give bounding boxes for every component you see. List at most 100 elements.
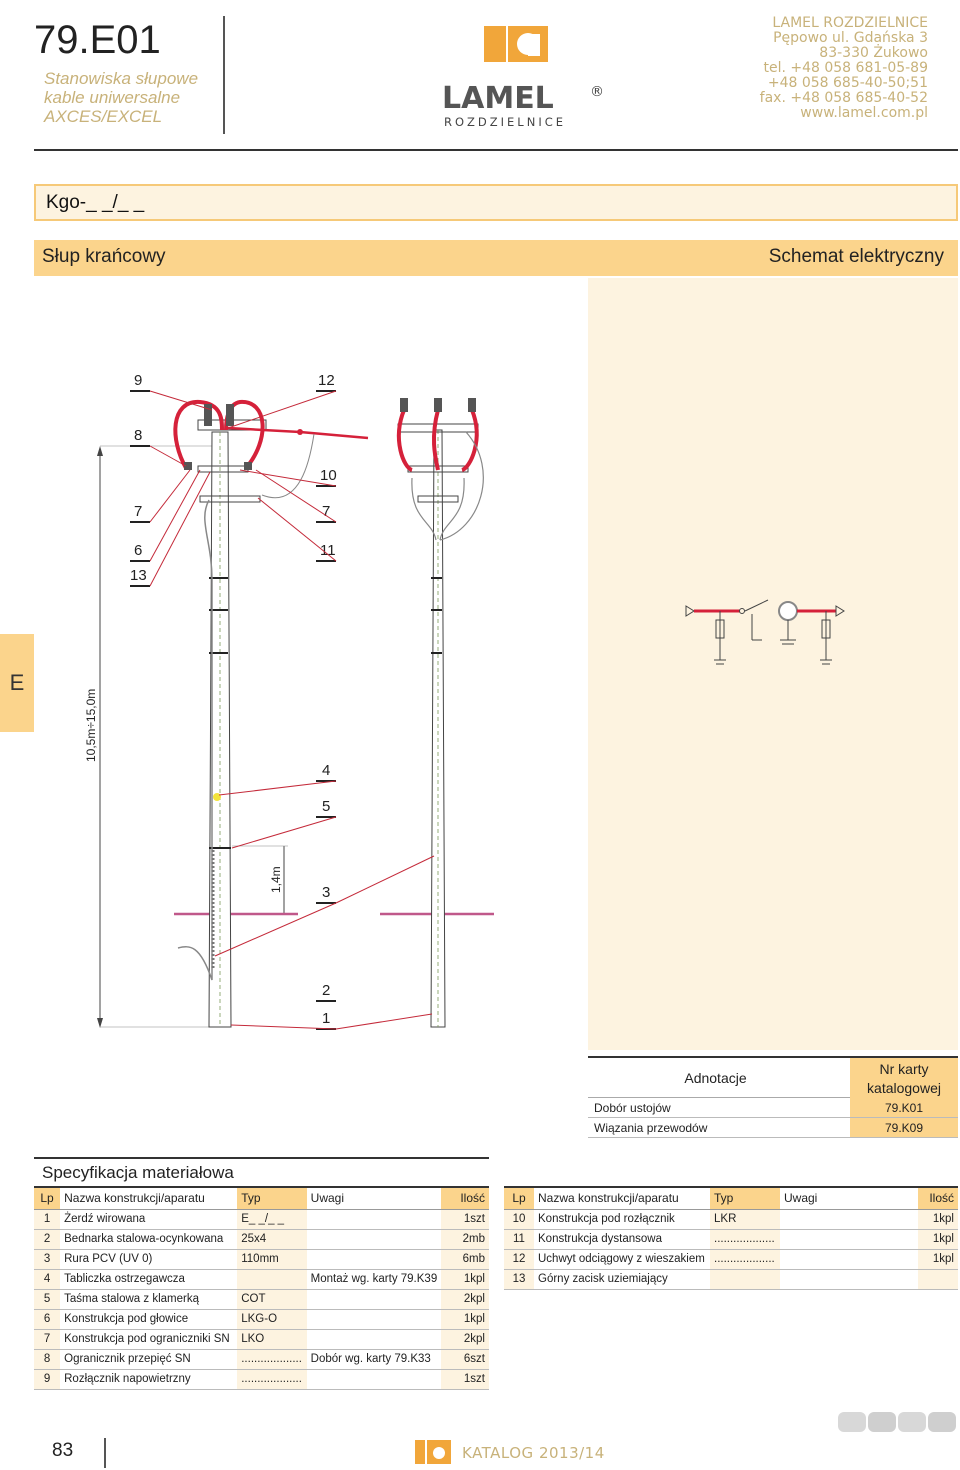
lp: 3 bbox=[34, 1249, 61, 1270]
col-name: Nazwa konstrukcji/aparatu bbox=[64, 1191, 205, 1206]
small-height-label: 1,4m bbox=[269, 866, 283, 893]
company-line: LAMEL ROZDZIELNICE bbox=[772, 15, 928, 31]
item-name: Konstrukcja pod głowice bbox=[60, 1309, 238, 1330]
item-qty: 6mb bbox=[441, 1249, 489, 1270]
item-type: 110mm bbox=[237, 1249, 307, 1270]
col-notes: Uwagi bbox=[310, 1191, 345, 1206]
subtitle-line: kable uniwersalne bbox=[44, 88, 181, 107]
lp: 11 bbox=[504, 1229, 534, 1250]
item-notes bbox=[306, 1369, 442, 1390]
item-notes bbox=[306, 1229, 442, 1250]
item-type: LKO bbox=[237, 1329, 307, 1350]
callout-3: 3 bbox=[322, 884, 330, 901]
item-type: E_ _/_ _ bbox=[237, 1209, 307, 1230]
callout-6: 6 bbox=[134, 542, 142, 559]
callouts: 9 12 8 10 7 7 6 11 13 4 5 3 2 1 bbox=[130, 372, 337, 1030]
table-header-row: Lp Nazwa konstrukcji/aparatu Typ Uwagi I… bbox=[34, 1187, 489, 1209]
company-line: tel. +48 058 681-05-89 bbox=[763, 60, 928, 76]
callout-7-right: 7 bbox=[322, 503, 330, 520]
electrical-schematic bbox=[685, 599, 845, 665]
callout-13: 13 bbox=[130, 567, 147, 584]
col-type: Typ bbox=[237, 1187, 307, 1209]
header-rule bbox=[34, 149, 958, 151]
item-qty: 2kpl bbox=[441, 1329, 489, 1350]
col-lp: Lp bbox=[504, 1187, 534, 1209]
item-qty: 1kpl bbox=[918, 1249, 958, 1270]
item-qty: 1kpl bbox=[918, 1229, 958, 1250]
subtitle-line: AXCES/EXCEL bbox=[44, 107, 163, 126]
lp: 1 bbox=[34, 1209, 61, 1230]
item-notes: Montaż wg. karty 79.K39 bbox=[306, 1269, 442, 1290]
schematic-panel bbox=[588, 278, 958, 1050]
item-name: Konstrukcja pod ograniczniki SN bbox=[60, 1329, 238, 1350]
lp: 8 bbox=[34, 1349, 61, 1370]
col-type: Typ bbox=[710, 1187, 780, 1209]
card-col-title: Nr karty katalogowej bbox=[850, 1058, 958, 1098]
item-qty: 1kpl bbox=[441, 1269, 489, 1290]
lp: 4 bbox=[34, 1269, 61, 1290]
lp: 7 bbox=[34, 1329, 61, 1350]
lamel-logo-icon: LAMEL ROZDZIELNICE ® bbox=[442, 26, 604, 129]
lp: 12 bbox=[504, 1249, 534, 1270]
callout-9: 9 bbox=[134, 372, 142, 389]
item-name: Górny zacisk uziemiający bbox=[534, 1269, 710, 1290]
item-qty: 6szt bbox=[441, 1349, 489, 1370]
item-qty: 1szt bbox=[441, 1209, 489, 1230]
callout-1: 1 bbox=[322, 1010, 330, 1027]
item-qty: 1szt bbox=[441, 1369, 489, 1390]
item-notes bbox=[780, 1249, 918, 1270]
annotations-table: Adnotacje Nr karty katalogowej Dobór ust… bbox=[588, 1056, 958, 1138]
logo-text: LAMEL bbox=[442, 81, 554, 116]
catalog-code: 79.E01 bbox=[34, 18, 161, 62]
item-name: Uchwyt odciągowy z wieszakiem bbox=[534, 1249, 710, 1270]
item-name: Rozłącznik napowietrzny bbox=[60, 1369, 238, 1390]
left-pole bbox=[173, 399, 369, 1028]
annotation-card: 79.K01 bbox=[850, 1098, 958, 1117]
item-notes bbox=[306, 1249, 442, 1270]
callout-10: 10 bbox=[320, 467, 337, 484]
company-line: +48 058 685-40-50;51 bbox=[767, 75, 928, 91]
item-type: ................... bbox=[237, 1349, 307, 1370]
header-divider bbox=[223, 16, 225, 134]
title-bar: Słup krańcowy Schemat elektryczny bbox=[34, 240, 958, 276]
spec-title: Specyfikacja materiałowa bbox=[34, 1157, 489, 1187]
leader-lines bbox=[149, 390, 435, 1030]
spec-table-left: Lp Nazwa konstrukcji/aparatu Typ Uwagi I… bbox=[34, 1186, 489, 1390]
item-qty: 1kpl bbox=[918, 1209, 958, 1230]
table-row: Wiązania przewodów 79.K09 bbox=[588, 1118, 958, 1138]
annotation-label: Wiązania przewodów bbox=[594, 1121, 708, 1135]
col-qty: Ilość bbox=[441, 1187, 489, 1209]
lp: 5 bbox=[34, 1289, 61, 1310]
table-header-row: Lp Nazwa konstrukcji/aparatu Typ Uwagi I… bbox=[504, 1187, 958, 1209]
item-notes bbox=[306, 1209, 442, 1230]
section-tab: E bbox=[0, 634, 34, 732]
annotation-card: 79.K09 bbox=[850, 1118, 958, 1137]
col-lp: Lp bbox=[34, 1187, 61, 1209]
registered-mark: ® bbox=[590, 84, 604, 100]
catalog-label: KATALOG 2013/14 bbox=[462, 1444, 605, 1462]
callout-4: 4 bbox=[322, 762, 330, 779]
table-row: Dobór ustojów 79.K01 bbox=[588, 1098, 958, 1118]
item-name: Taśma stalowa z klamerką bbox=[60, 1289, 238, 1310]
spec-table-right: Lp Nazwa konstrukcji/aparatu Typ Uwagi I… bbox=[504, 1186, 958, 1290]
callout-12: 12 bbox=[318, 372, 335, 389]
item-qty bbox=[918, 1269, 958, 1290]
item-notes bbox=[780, 1209, 918, 1230]
lp: 10 bbox=[504, 1209, 534, 1230]
item-type: LKR bbox=[710, 1209, 780, 1230]
item-qty: 1kpl bbox=[441, 1309, 489, 1330]
subtitle-line: Stanowiska słupowe bbox=[44, 69, 199, 88]
right-pole bbox=[396, 398, 484, 1028]
page-number: 83 bbox=[52, 1440, 74, 1461]
callout-7-left: 7 bbox=[134, 503, 142, 520]
lp: 9 bbox=[34, 1369, 61, 1390]
